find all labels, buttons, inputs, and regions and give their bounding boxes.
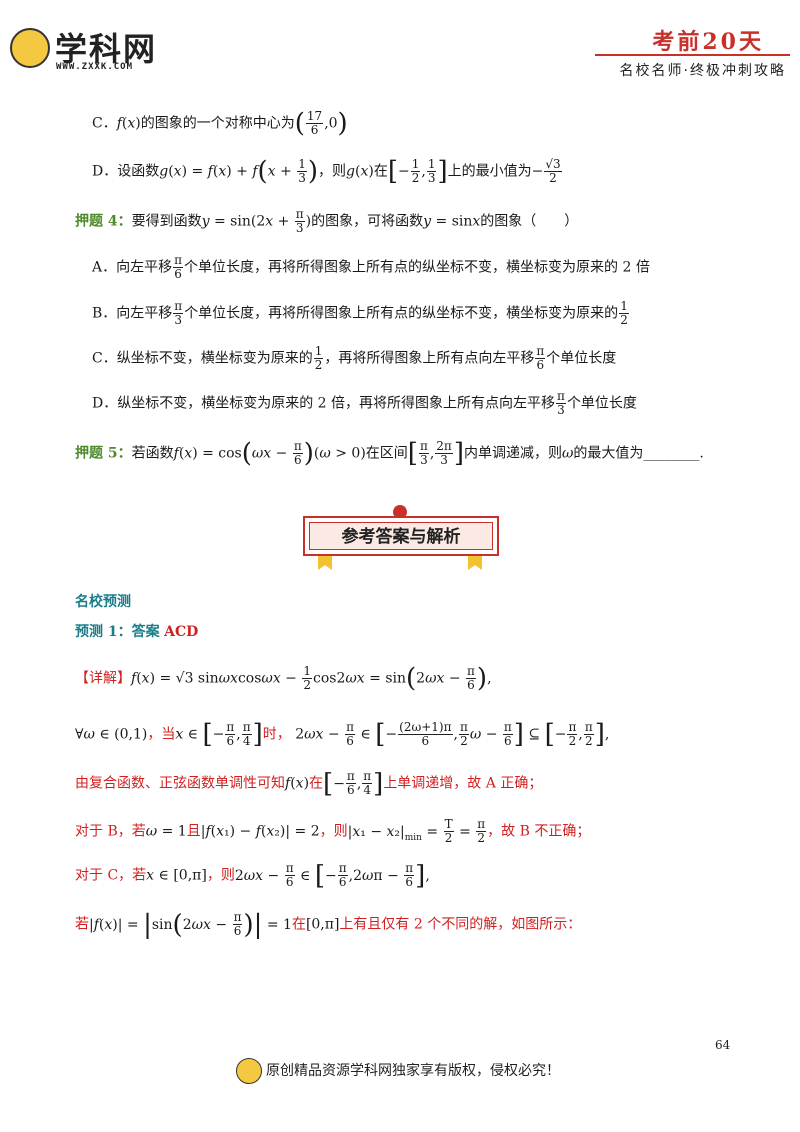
ribbon-left-icon [318, 556, 332, 570]
ribbon-right-icon [468, 556, 482, 570]
page-number: 64 [715, 1038, 731, 1052]
banner-dot [393, 505, 407, 519]
footer-copyright: 原创精品资源学科网独家享有版权，侵权必究！ [266, 1063, 560, 1079]
banner-title: 参考答案与解析 [309, 522, 493, 550]
prediction-answer: 预测 1：答案 ACD [75, 624, 199, 640]
header-rule [595, 54, 790, 56]
logo-mascot-icon [10, 28, 50, 68]
header-subtitle: 名校名师·终极冲刺攻略 [619, 63, 786, 79]
section-title: 名校预测 [75, 594, 131, 610]
footer-mascot-icon [236, 1058, 262, 1084]
detail-line-4: 对于 B，若ω = 1且|f(x₁) − f(x₂)| = 2，则|x₁ − x… [75, 817, 591, 845]
logo-url: WWW.ZXXK.COM [56, 62, 134, 72]
answer-banner: 参考答案与解析 [303, 516, 499, 556]
logo-text: 学科网 [55, 30, 158, 68]
header-title: 考前20天 [652, 29, 764, 55]
